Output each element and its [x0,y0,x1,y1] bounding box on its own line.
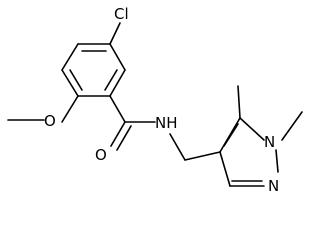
bond-c-o-2 [116,125,132,151]
bond-c-o-1 [110,121,126,147]
bond-ring-o [61,95,79,123]
double-bond-inner-c4-c5 [223,123,239,147]
bond-ch2-pyrazole [184,151,221,161]
pyrazole-n2-label: N [268,177,279,195]
double-bond-inner-right [104,69,118,91]
pyrazole-ring [219,117,279,187]
bond-n1-n2 [275,149,279,173]
double-bond-inner-left [69,69,83,91]
chlorine-label: Cl [114,5,129,23]
benzene-ring [61,43,126,97]
bond-n1-methyl [281,111,303,141]
bond-c5-n1 [239,117,265,141]
structure-svg: Cl O O NH N N [7,5,303,195]
bond-c4-c5 [219,117,241,153]
bond-c5-c6 [61,69,79,97]
bond-ring-carbonyl [109,95,126,123]
bond-n-ch2 [169,133,186,161]
bond-c6-c1 [61,43,79,71]
bond-c5-methyl [237,85,241,119]
amide-nh-label: NH [155,114,178,132]
molecule-diagram: Cl O O NH N N [7,5,303,195]
bond-c2-c3 [109,43,126,71]
pyrazole-n1-label: N [264,133,275,151]
carbonyl-oxygen-label: O [95,146,107,164]
bond-c-cl [109,22,121,45]
bond-c3-c4 [109,69,126,97]
methoxy-oxygen-label: O [44,112,56,130]
bond-c3-c4 [219,151,231,187]
